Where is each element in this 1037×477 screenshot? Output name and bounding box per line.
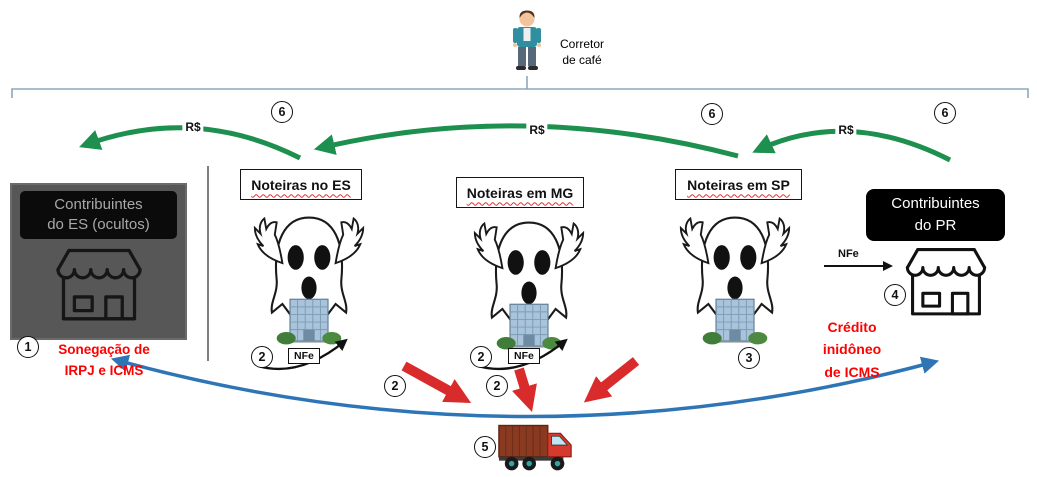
step-badge-2-cargo-b: 2: [486, 375, 508, 397]
step-badge-6c: 6: [934, 102, 956, 124]
ghost-mg: [453, 209, 605, 357]
broker-bracket: [11, 76, 1029, 98]
office-building-icon: [702, 298, 768, 345]
credito-line3: de ICMS: [824, 363, 880, 380]
sonegacao-line1: Sonegação de: [58, 342, 150, 357]
nfe-label-es: NFe: [288, 348, 320, 364]
broker-label-line1: Corretor: [559, 37, 604, 51]
broker-label-line2: de café: [562, 52, 602, 67]
credito-line1: Crédito: [827, 319, 877, 335]
contribuintes-pr-box: Contribuintes do PR: [866, 189, 1005, 241]
noteiras-mg-label: Noteiras em MG: [466, 184, 574, 201]
store-icon: [55, 248, 142, 321]
cargo-arrow-1: [401, 361, 472, 404]
sonegacao-note: Sonegação de IRPJ e ICMS: [42, 340, 166, 382]
ghost-icon: [679, 216, 791, 345]
nfe-label-mg: NFe: [508, 348, 540, 364]
pr-store: [901, 244, 991, 327]
store-icon: [905, 248, 987, 316]
step-badge-4: 4: [884, 284, 906, 306]
contribuintes-es-line2: do ES (ocultos): [47, 215, 150, 233]
step-badge-1: 1: [17, 336, 39, 358]
step-badge-5: 5: [474, 436, 496, 458]
ghost-sp: [659, 204, 811, 352]
step-badge-6a: 6: [271, 101, 293, 123]
contribuintes-es-box: Contribuintes do ES (ocultos): [10, 183, 187, 340]
money-label-3: R$: [835, 123, 857, 137]
truck-icon: [498, 424, 572, 471]
noteiras-sp-box: Noteiras em SP: [675, 169, 802, 200]
step-badge-6b: 6: [701, 103, 723, 125]
nfe-label-pr: NFe: [838, 248, 859, 260]
contribuintes-pr-line1: Contribuintes: [891, 195, 980, 213]
noteiras-es-label: Noteiras no ES: [251, 176, 351, 193]
step-badge-2-es: 2: [251, 346, 273, 368]
cargo-arrow-2: [512, 367, 537, 412]
step-badge-2-cargo-a: 2: [384, 375, 406, 397]
ghost-icon: [253, 216, 365, 345]
noteiras-mg-box: Noteiras em MG: [456, 177, 584, 208]
coffee-truck: [497, 419, 577, 477]
person-icon: [513, 10, 541, 70]
step-badge-2-mg: 2: [470, 346, 492, 368]
broker-label: Corretor de café: [551, 37, 613, 68]
contribuintes-es-line1: Contribuintes: [54, 196, 143, 213]
money-label-1: R$: [182, 120, 204, 134]
step-badge-3: 3: [738, 347, 760, 369]
ghost-icon: [473, 221, 585, 350]
noteiras-es-box: Noteiras no ES: [240, 169, 362, 200]
ghost-es: [233, 204, 385, 352]
sonegacao-line2: IRPJ e ICMS: [64, 362, 144, 378]
money-label-2: R$: [526, 123, 548, 137]
noteiras-sp-label: Noteiras em SP: [687, 176, 790, 193]
credito-line2: inidôneo: [822, 341, 882, 358]
contribuintes-pr-line2: do PR: [914, 217, 957, 234]
coffee-broker-figure: [506, 6, 548, 76]
credito-note: Crédito inidôneo de ICMS: [802, 316, 902, 383]
contribuintes-es-label: Contribuintes do ES (ocultos): [20, 191, 177, 239]
cargo-arrow-3: [583, 357, 640, 403]
